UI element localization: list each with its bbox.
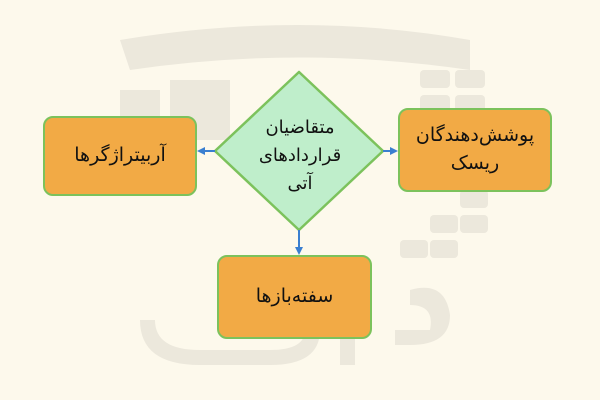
bottom-node-label: سفته‌بازها	[255, 285, 334, 308]
bottom-node-box: سفته‌بازها	[217, 255, 372, 339]
left-node-label: آربیتراژگرها	[74, 144, 166, 167]
right-node-line-2: ریسک	[450, 152, 500, 174]
center-node-line-2: قراردادهای	[258, 145, 342, 167]
center-node-label: متقاضیان قراردادهای آتی	[225, 100, 375, 212]
right-node-box: پوشش‌دهندگان ریسک	[398, 108, 552, 192]
center-node-line-1: متقاضیان	[265, 117, 335, 139]
center-node-line-3: آتی	[287, 172, 313, 194]
right-node-line-1: پوشش‌دهندگان	[415, 124, 535, 147]
left-node-box: آربیتراژگرها	[43, 116, 197, 196]
